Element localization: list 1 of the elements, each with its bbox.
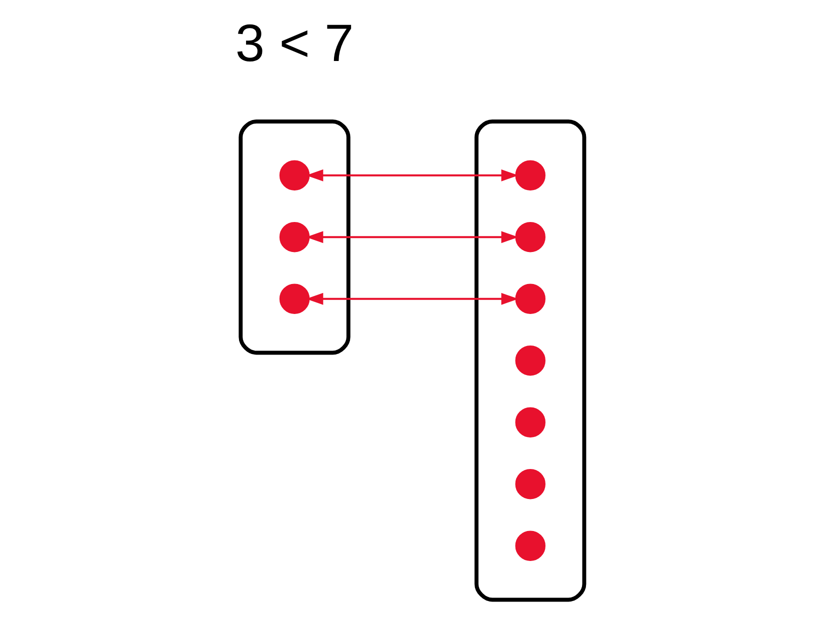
label: 3 < 7 [234, 14, 354, 74]
